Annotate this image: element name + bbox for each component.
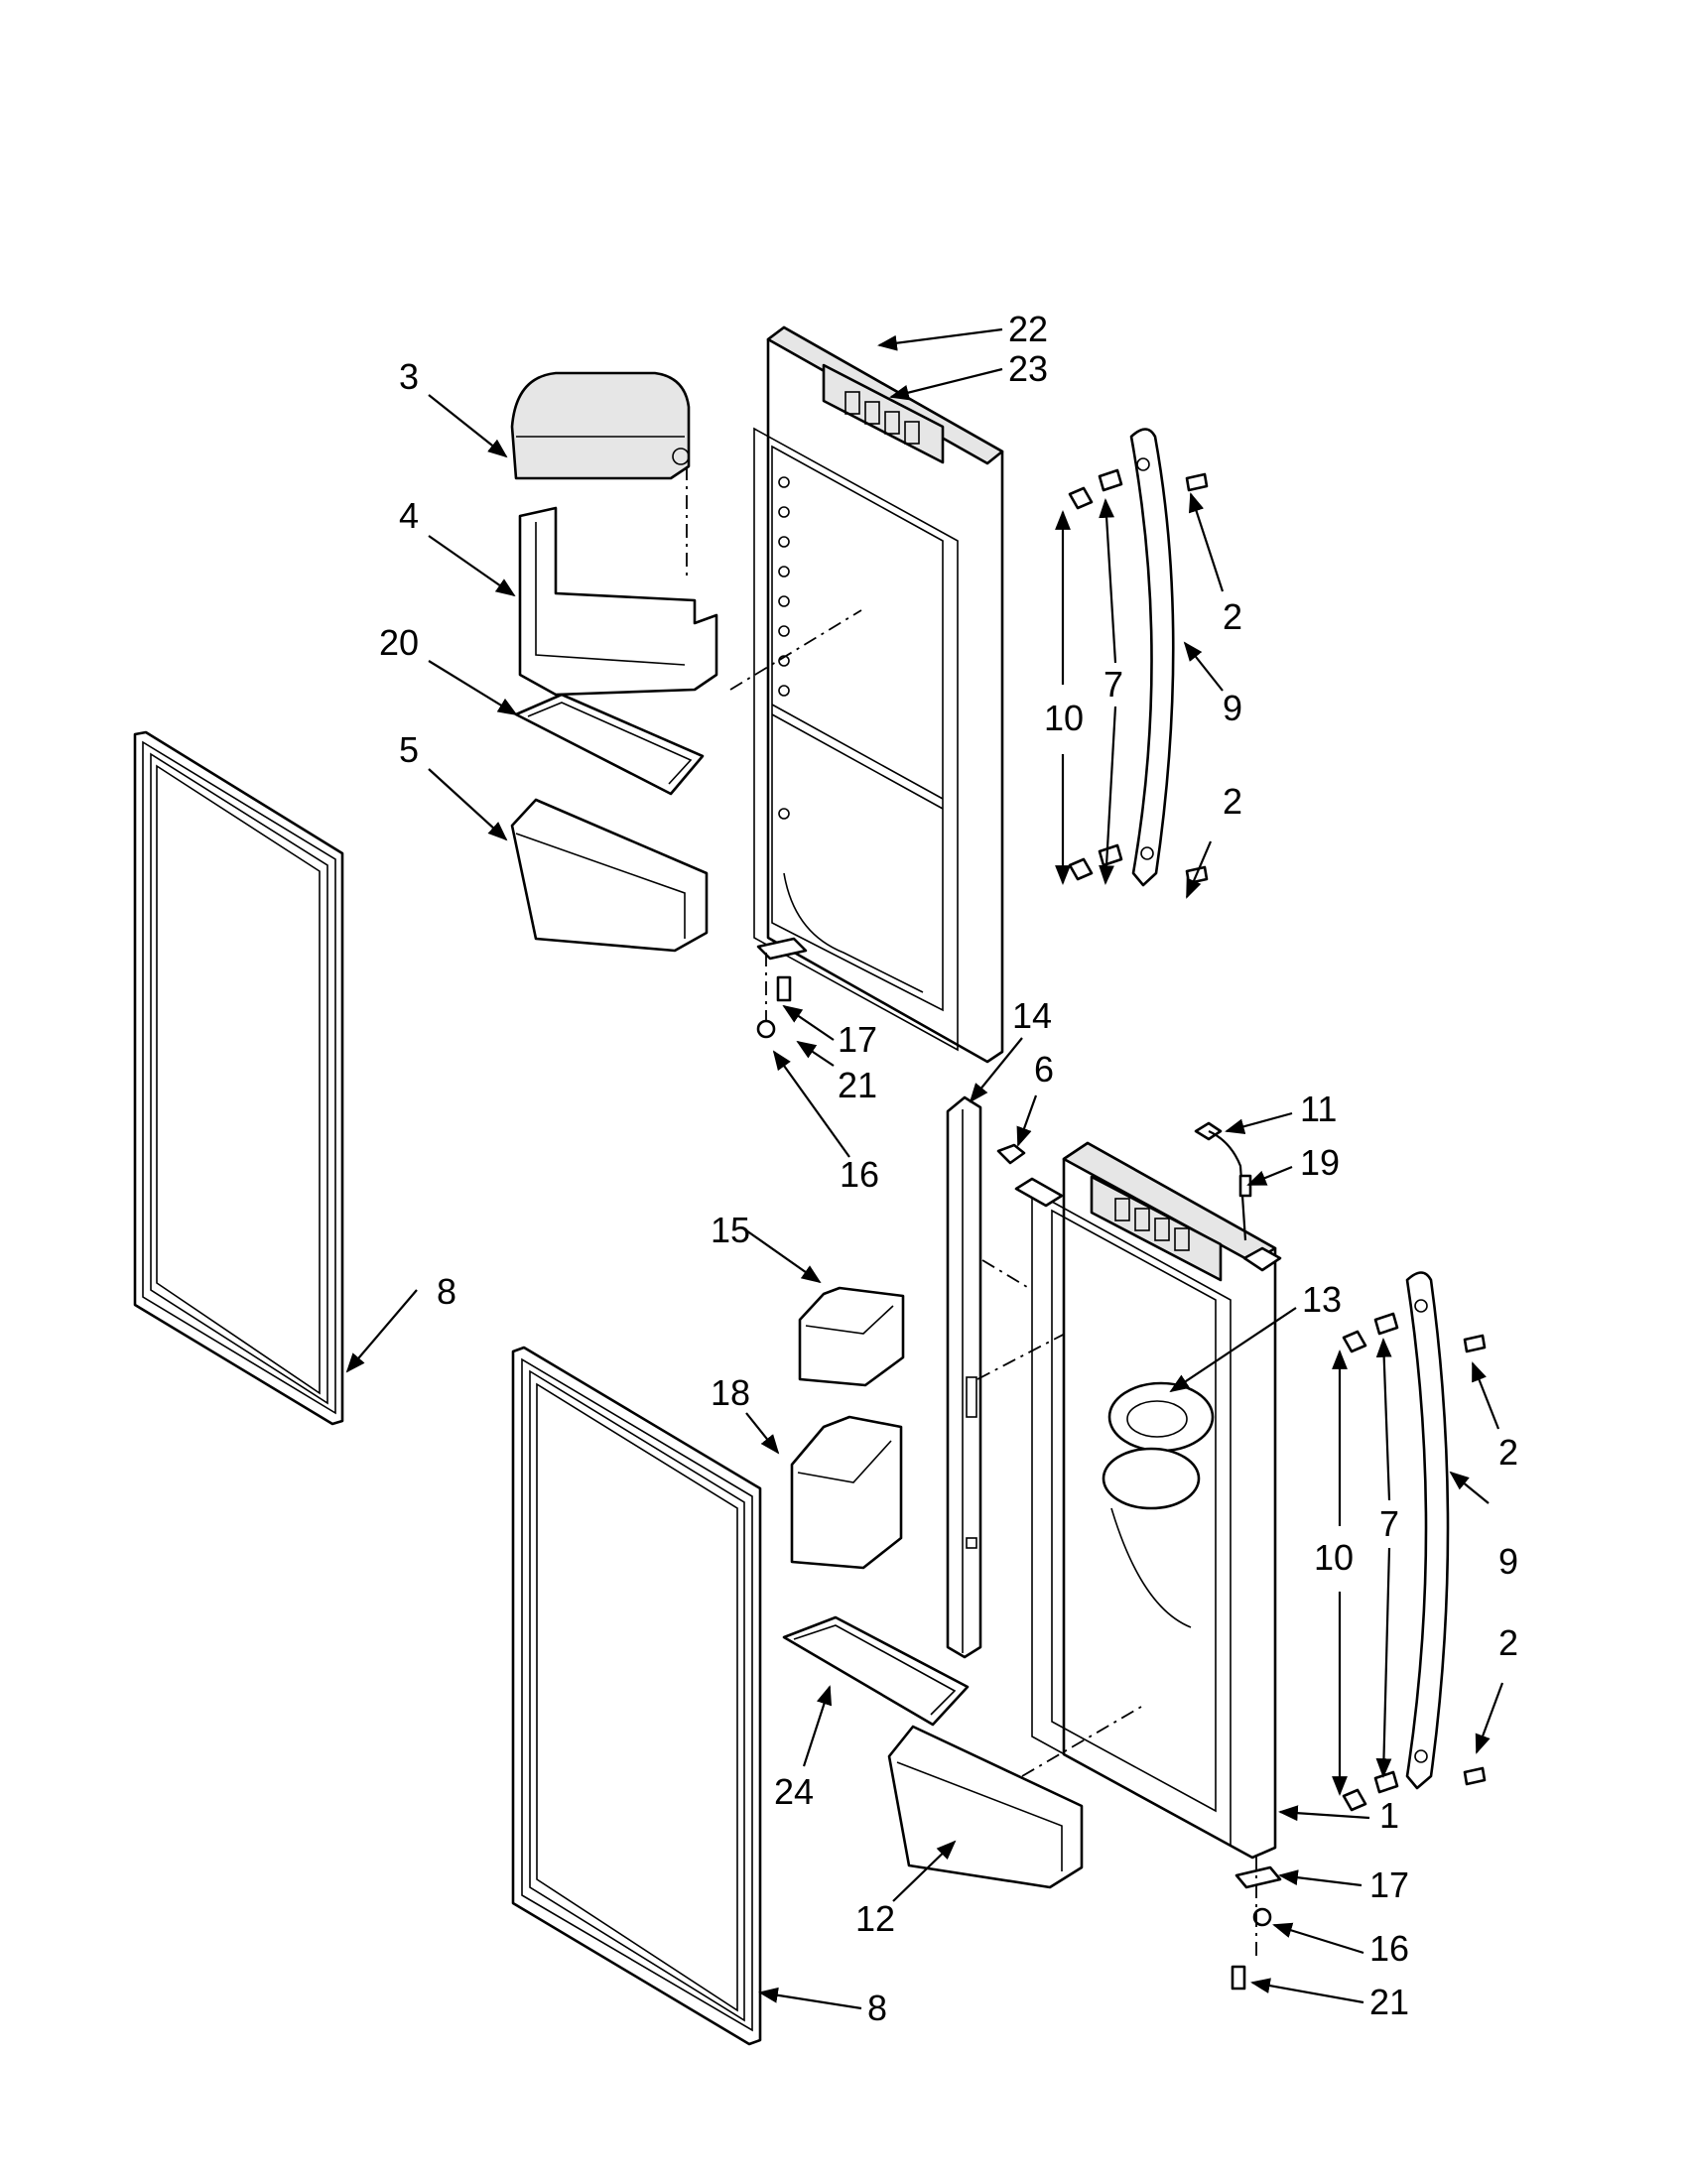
callout-2-upper-top: 2 (1223, 596, 1242, 637)
callout-22: 22 (1008, 309, 1048, 349)
callout-15: 15 (711, 1210, 750, 1250)
callout-24: 24 (774, 1771, 814, 1812)
callout-7-upper: 7 (1104, 664, 1123, 705)
left-door-gasket (133, 730, 344, 1426)
callout-8-left: 8 (437, 1271, 456, 1312)
upper-bin-alignment-line (729, 609, 862, 691)
callout-21-upper: 21 (838, 1065, 877, 1105)
callout-2-lower-bottom: 2 (1498, 1622, 1518, 1663)
upper-hinge-hardware (756, 937, 808, 1039)
lower-door-bin (887, 1725, 1084, 1889)
callout-2-upper-bottom: 2 (1223, 781, 1242, 822)
callout-9-lower: 9 (1498, 1541, 1518, 1582)
callout-23: 23 (1008, 348, 1048, 389)
callout-20: 20 (379, 622, 419, 663)
water-tube (1194, 1121, 1252, 1241)
callout-14: 14 (1012, 995, 1052, 1036)
callout-16-lower: 16 (1369, 1928, 1409, 1969)
callout-8-right: 8 (867, 1988, 887, 2028)
callout-3: 3 (399, 356, 419, 397)
callout-17-upper: 17 (838, 1019, 877, 1060)
tall-door-bin (790, 1415, 903, 1570)
callout-2-lower-top: 2 (1498, 1432, 1518, 1473)
callout-5: 5 (399, 729, 419, 770)
dairy-compartment-cover (510, 371, 691, 480)
upper-door-bin (510, 798, 709, 953)
callout-4: 4 (399, 495, 419, 536)
upper-door-handle (1129, 428, 1175, 887)
callout-6: 6 (1034, 1049, 1054, 1090)
callout-12: 12 (855, 1898, 895, 1939)
callout-13: 13 (1302, 1279, 1342, 1320)
callout-18: 18 (711, 1372, 750, 1413)
leader-lines (345, 327, 1504, 2010)
lower-bin-alignment-line (1021, 1706, 1142, 1777)
small-door-bin (798, 1286, 905, 1387)
center-mullion (946, 1095, 982, 1659)
callout-7-lower: 7 (1379, 1503, 1399, 1544)
lower-door-handle (1405, 1271, 1450, 1790)
upper-door-liner (753, 325, 1004, 1064)
callout-10-upper: 10 (1044, 698, 1084, 738)
right-door-gasket (511, 1346, 762, 2046)
bin-tray (514, 693, 705, 796)
callout-17-lower: 17 (1369, 1864, 1409, 1905)
callout-labels: 22 23 3 4 20 5 2 9 7 10 2 17 21 16 14 6 … (379, 309, 1518, 2028)
upper-handle-screws (1068, 468, 1209, 885)
lower-bin-tray (782, 1615, 970, 1727)
callout-1: 1 (1379, 1795, 1399, 1836)
callout-19: 19 (1300, 1142, 1340, 1183)
mullion-screw (996, 1143, 1026, 1165)
lower-hinge-hardware (1231, 1856, 1282, 1991)
callout-21-lower: 21 (1369, 1982, 1409, 2022)
callout-9-upper: 9 (1223, 688, 1242, 728)
dispenser-housing (1102, 1381, 1215, 1628)
callout-16-upper: 16 (840, 1154, 879, 1195)
callout-10-lower: 10 (1314, 1537, 1354, 1578)
lower-handle-screws (1342, 1312, 1487, 1812)
mullion-alignment-line (981, 1259, 1033, 1291)
dairy-bin (518, 506, 718, 697)
callout-11: 11 (1300, 1089, 1337, 1129)
